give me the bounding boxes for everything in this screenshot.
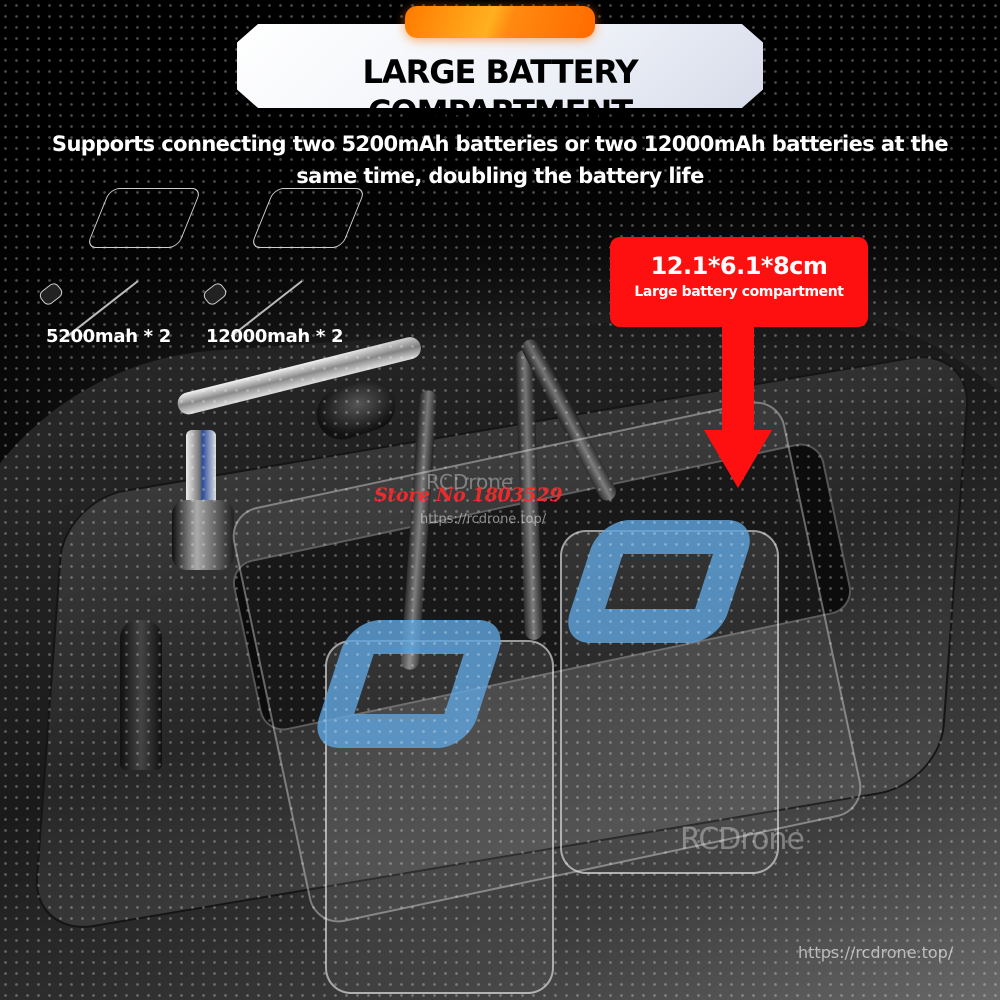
subtitle-line-1: Supports connecting two 5200mAh batterie… [51, 132, 949, 156]
watermark-url: https://rcdrone.top/ [798, 943, 954, 962]
watermark-brand: RCDrone [680, 822, 805, 857]
title-accent-bar [405, 6, 595, 38]
toggle-switch [120, 620, 162, 770]
page-title: LARGE BATTERY COMPARTMENT [362, 53, 638, 131]
title-plate [237, 24, 763, 108]
watermark-brand-small: RCDrone [426, 470, 514, 494]
callout-dimensions: 12.1*6.1*8cm [650, 252, 828, 280]
watermark-store: Store No 1803529 [374, 484, 563, 506]
chrome-pipe-vertical [186, 430, 216, 510]
arrow-head-icon [704, 430, 772, 488]
pipe-fitting [172, 500, 234, 570]
dimension-callout: 12.1*6.1*8cm Large battery compartment [610, 237, 868, 327]
battery-box-right [560, 530, 779, 874]
watermark-url-small: https://rcdrone.top/ [420, 512, 547, 527]
battery-box-left [325, 640, 554, 994]
callout-caption: Large battery compartment [634, 284, 844, 300]
subtitle-line-2: same time, doubling the battery life [296, 164, 704, 188]
arrow-down-icon [722, 325, 754, 433]
battery-label-12000: 12000mah * 2 [206, 326, 344, 347]
subtitle: Supports connecting two 5200mAh batterie… [40, 128, 960, 192]
battery-label-5200: 5200mah * 2 [46, 326, 171, 347]
